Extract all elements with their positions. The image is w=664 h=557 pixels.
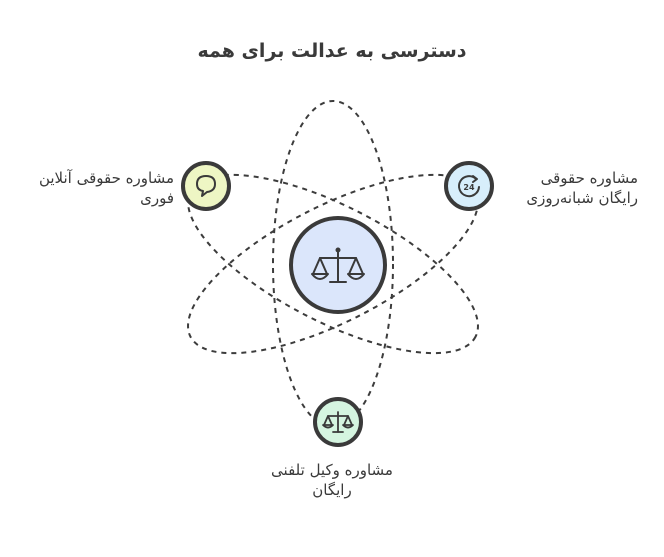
- right-node-label-line2: رایگان شبانه‌روزی: [526, 189, 638, 207]
- page-title: دسترسی به عدالت برای همه: [197, 40, 467, 62]
- bottom-node-label: مشاوره وکیل تلفنی رایگان: [252, 460, 412, 500]
- right-node-label: مشاوره حقوقی رایگان شبانه‌روزی: [498, 168, 638, 208]
- left-node-label-line1: مشاوره حقوقی آنلاین: [38, 169, 174, 187]
- right-node[interactable]: 24: [444, 161, 494, 211]
- scales-of-justice-icon: [311, 247, 365, 283]
- bottom-node-label-line1: مشاوره وکیل تلفنی: [271, 461, 393, 479]
- 24-hour-clock-icon: 24: [458, 175, 480, 198]
- left-node-label-line2: فوری: [140, 189, 174, 207]
- bottom-node-label-line2: رایگان: [312, 481, 352, 499]
- left-node-label: مشاوره حقوقی آنلاین فوری: [28, 168, 174, 208]
- right-node-label-line1: مشاوره حقوقی: [540, 169, 638, 187]
- svg-text:24: 24: [463, 183, 475, 192]
- left-node[interactable]: [181, 161, 231, 211]
- center-node[interactable]: [289, 216, 387, 314]
- chat-bubble-icon: [196, 175, 216, 197]
- bottom-node[interactable]: [313, 397, 363, 447]
- scales-of-justice-icon: [322, 411, 354, 433]
